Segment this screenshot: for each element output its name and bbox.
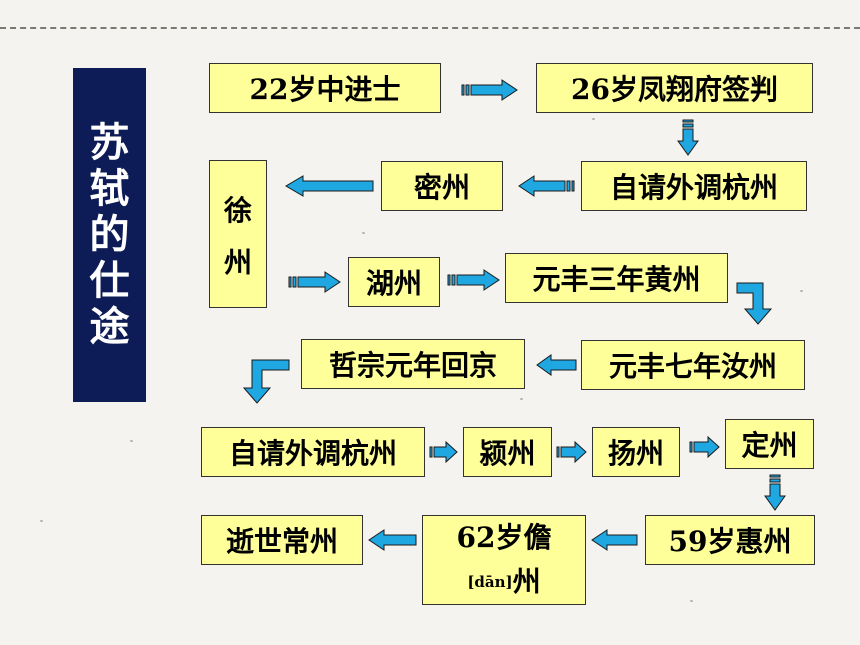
arrow-left-4 bbox=[591, 529, 638, 551]
station-label-line2: [dān]州 bbox=[467, 560, 540, 604]
texture-speck bbox=[800, 290, 803, 292]
station-box-9: 哲宗元年回京 bbox=[301, 339, 525, 389]
arrow-right-2 bbox=[288, 271, 341, 293]
station-box-11: 颍州 bbox=[463, 427, 552, 477]
station-label: 59岁惠州 bbox=[668, 525, 792, 558]
texture-speck bbox=[130, 440, 133, 442]
station-label: 徐 bbox=[223, 194, 252, 227]
arrow-bend-down-2 bbox=[242, 359, 290, 404]
station-label: 哲宗元年回京 bbox=[328, 349, 497, 382]
station-label: 扬州 bbox=[607, 437, 664, 470]
station-label: 州 bbox=[512, 565, 541, 598]
arrow-left-5 bbox=[368, 529, 417, 551]
station-label: 颍州 bbox=[479, 437, 536, 470]
station-box-12: 扬州 bbox=[592, 427, 680, 477]
arrow-right-3 bbox=[447, 269, 500, 291]
sidebar-title: 苏轼的仕途 bbox=[89, 120, 130, 350]
station-box-7: 元丰三年黄州 bbox=[505, 253, 728, 303]
station-box-4: 密州 bbox=[381, 161, 503, 211]
arrow-right-1 bbox=[461, 79, 518, 101]
sidebar-title-panel: 苏轼的仕途 bbox=[73, 68, 146, 402]
arrow-left-2 bbox=[285, 175, 374, 197]
station-box-13: 定州 bbox=[725, 419, 814, 469]
station-label: 湖州 bbox=[365, 267, 422, 300]
station-box-3: 自请外调杭州 bbox=[581, 161, 807, 211]
arrow-right-4 bbox=[429, 440, 458, 464]
station-box-1: 22岁中进士 bbox=[209, 63, 441, 113]
texture-speck bbox=[592, 118, 595, 120]
station-label: 密州 bbox=[413, 171, 470, 204]
texture-speck bbox=[520, 398, 523, 400]
station-box-6: 湖州 bbox=[348, 257, 440, 307]
station-box-8: 元丰七年汝州 bbox=[581, 340, 805, 390]
station-label: 逝世常州 bbox=[225, 525, 338, 558]
station-box-14: 59岁惠州 bbox=[645, 515, 815, 565]
arrow-down-2 bbox=[764, 474, 786, 511]
pinyin-annotation: [dān] bbox=[467, 573, 513, 591]
texture-speck bbox=[690, 600, 693, 602]
station-label: 自请外调杭州 bbox=[228, 437, 397, 470]
station-label: 州 bbox=[223, 246, 252, 279]
station-box-5: 徐 州 bbox=[209, 160, 267, 308]
station-box-2: 26岁凤翔府签判 bbox=[536, 63, 813, 113]
station-box-15: 62岁儋 [dān]州 bbox=[422, 515, 586, 605]
top-divider bbox=[0, 27, 860, 29]
station-box-16: 逝世常州 bbox=[201, 515, 363, 565]
station-label: 62岁儋 bbox=[456, 521, 552, 554]
station-label: 26岁凤翔府签判 bbox=[571, 73, 778, 106]
arrow-bend-down-1 bbox=[736, 282, 773, 325]
station-box-10: 自请外调杭州 bbox=[201, 427, 425, 477]
station-label: 元丰三年黄州 bbox=[532, 263, 701, 296]
arrow-left-3 bbox=[536, 354, 577, 376]
station-label: 定州 bbox=[741, 429, 798, 462]
station-label: 元丰七年汝州 bbox=[608, 350, 777, 383]
station-label: 22岁中进士 bbox=[249, 73, 401, 106]
texture-speck bbox=[40, 520, 43, 522]
arrow-down-1 bbox=[677, 119, 699, 156]
station-label: 自请外调杭州 bbox=[609, 171, 778, 204]
arrow-left-1 bbox=[518, 175, 575, 197]
texture-speck bbox=[362, 232, 365, 234]
arrow-right-6 bbox=[689, 435, 720, 459]
arrow-right-5 bbox=[556, 440, 587, 464]
